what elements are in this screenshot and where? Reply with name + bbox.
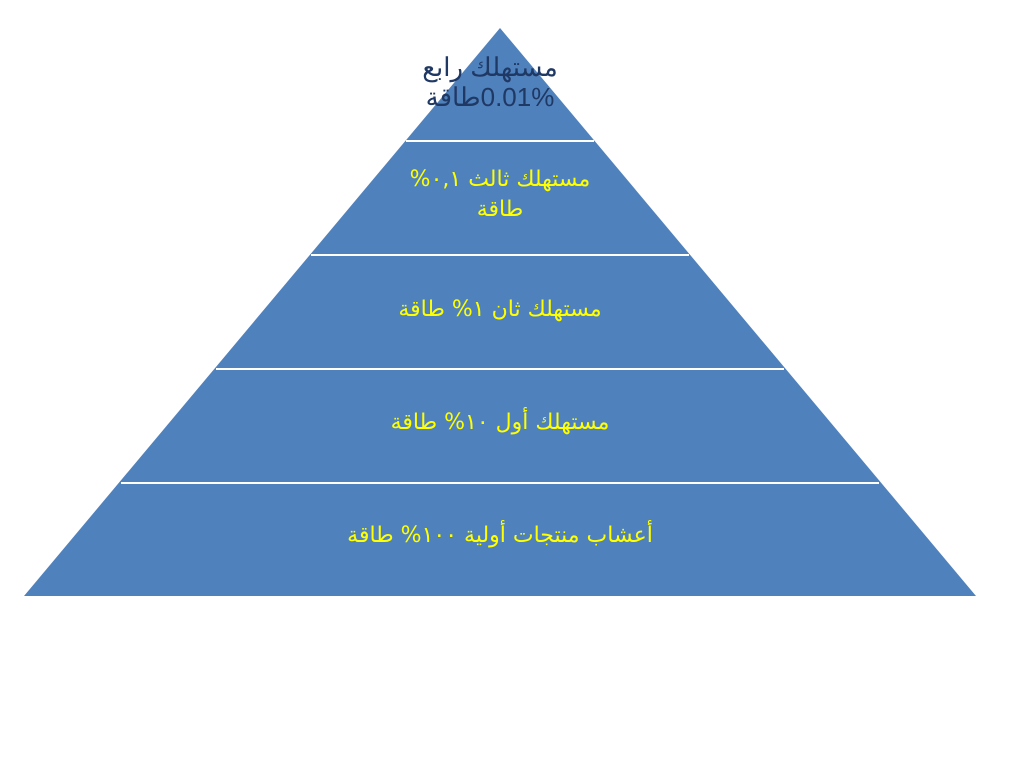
level-third-consumer: مستهلك ثالث ٠,١% طاقة (330, 165, 670, 225)
pyramid-shape (24, 28, 976, 596)
level-fourth-consumer-line2: 0.01%طاقة (425, 82, 555, 112)
level-second-consumer: مستهلك ثان ١% طاقة (300, 295, 700, 325)
level-fourth-consumer-line1: مستهلك رابع (422, 52, 558, 82)
level-third-consumer-line1: مستهلك ثالث ٠,١% (409, 167, 591, 192)
level-producers-line1: أعشاب منتجات أولية ١٠٠% طاقة (347, 523, 653, 548)
level-second-consumer-line1: مستهلك ثان ١% طاقة (398, 297, 602, 322)
level-producers: أعشاب منتجات أولية ١٠٠% طاقة (220, 521, 780, 551)
level-first-consumer-line1: مستهلك أول ١٠% طاقة (390, 410, 610, 435)
level-third-consumer-line2: طاقة (476, 197, 524, 222)
level-fourth-consumer: مستهلك رابع 0.01%طاقة (380, 52, 600, 112)
level-first-consumer: مستهلك أول ١٠% طاقة (260, 408, 740, 438)
